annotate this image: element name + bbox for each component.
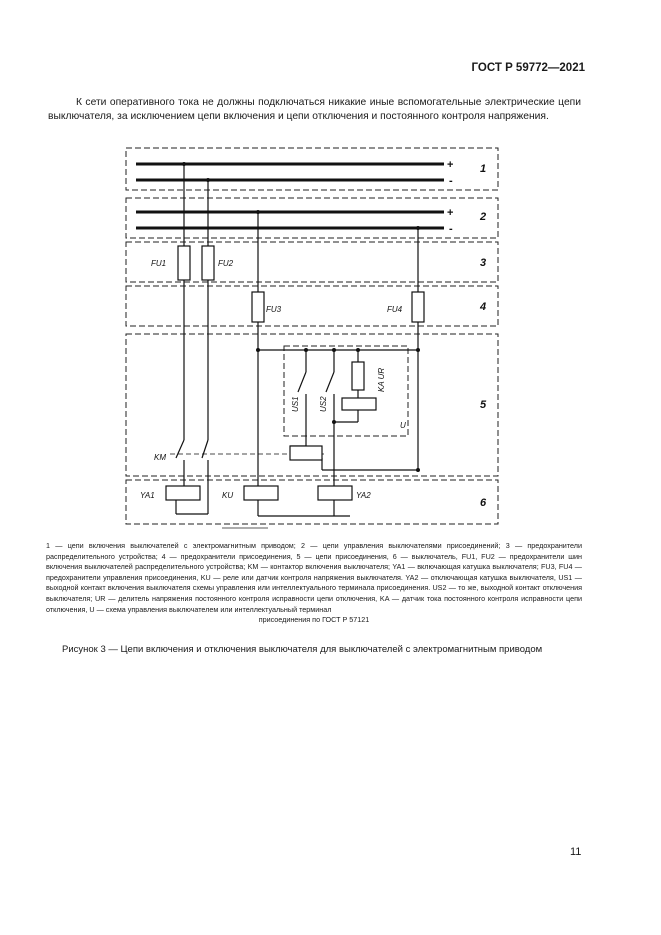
junction-dots: [182, 162, 420, 472]
junction: [332, 420, 336, 424]
label-ku: KU: [222, 491, 233, 500]
label-fu2: FU2: [218, 259, 234, 268]
u-control-frame: [283, 345, 409, 437]
junction: [356, 348, 360, 352]
fuse-fu1: [177, 245, 191, 281]
circuit-diagram: 1 2 3 4 5 6 + - + - FU1 FU2 FU3 FU4 U KM…: [110, 140, 510, 545]
page-number: 11: [570, 846, 582, 858]
bus-2-plus-sign: +: [447, 207, 453, 219]
components: [165, 245, 425, 501]
label-us1: US1: [291, 396, 300, 412]
label-us2: US2: [319, 396, 328, 412]
fuse-fu2: [201, 245, 215, 281]
junction: [416, 226, 420, 230]
us1-contact: [297, 371, 307, 393]
junction: [256, 210, 260, 214]
label-fu3: FU3: [266, 305, 282, 314]
fuse-fu4: [411, 291, 425, 323]
ka-coil: [341, 397, 377, 411]
junction: [206, 178, 210, 182]
zone-1-number: 1: [480, 163, 486, 175]
label-ya1: YA1: [140, 491, 155, 500]
zone-3-frame: [125, 241, 499, 283]
junction: [182, 162, 186, 166]
label-ka-ur: KA UR: [377, 368, 386, 392]
zone-numbers: 1 2 3 4 5 6: [479, 163, 487, 509]
zone-4-frame: [125, 285, 499, 327]
km-coil: [289, 445, 323, 461]
label-ya2: YA2: [356, 491, 371, 500]
legend-text: 1 — цепи включения выключателей с электр…: [46, 541, 582, 614]
zone-6-number: 6: [480, 497, 487, 509]
figure-legend: 1 — цепи включения выключателей с электр…: [46, 541, 582, 626]
component-labels: FU1 FU2 FU3 FU4 U KM YA1 KU YA2 US1 US2 …: [140, 259, 406, 500]
junction: [304, 348, 308, 352]
label-fu1: FU1: [151, 259, 166, 268]
zone-2-number: 2: [479, 211, 486, 223]
wiring: [175, 164, 419, 517]
zone-4-number: 4: [479, 301, 486, 313]
zone-5-number: 5: [480, 399, 487, 411]
junction: [256, 348, 260, 352]
intro-text: К сети оперативного тока не должны подкл…: [48, 97, 581, 122]
coil-ya2: [317, 485, 353, 501]
junction: [416, 348, 420, 352]
zone-frames: [125, 147, 499, 525]
figure-caption: Рисунок 3 — Цепи включения и отключения …: [62, 644, 543, 655]
label-fu4: FU4: [387, 305, 403, 314]
zone-2-frame: [125, 197, 499, 239]
us2-contact: [325, 371, 335, 393]
legend-last-line: присоединения по ГОСТ Р 57121: [258, 615, 370, 625]
label-km: KM: [154, 453, 166, 462]
relay-ku: [243, 485, 279, 501]
switch-contacts: [170, 371, 335, 459]
zone-1-frame: [125, 147, 499, 191]
polarity-marks: + - + -: [447, 159, 453, 235]
zone-5-frame: [125, 333, 499, 477]
junction: [332, 348, 336, 352]
km-contact-1: [175, 439, 185, 459]
zone-6-frame: [125, 479, 499, 525]
standard-header: ГОСТ Р 59772—2021: [471, 62, 585, 74]
ka-ur-element: [351, 361, 365, 391]
circuit-svg: 1 2 3 4 5 6 + - + - FU1 FU2 FU3 FU4 U KM…: [125, 147, 499, 529]
coil-ya1: [165, 485, 201, 501]
junction: [416, 468, 420, 472]
zone-3-number: 3: [480, 257, 486, 269]
bus-1-minus-sign: -: [449, 175, 453, 187]
km-contact-2: [201, 439, 209, 459]
label-u: U: [400, 421, 406, 430]
buses: [136, 162, 444, 230]
fuse-fu3: [251, 291, 265, 323]
bus-2-minus-sign: -: [449, 223, 453, 235]
intro-paragraph: К сети оперативного тока не должны подкл…: [48, 96, 581, 124]
bus-1-plus-sign: +: [447, 159, 453, 171]
